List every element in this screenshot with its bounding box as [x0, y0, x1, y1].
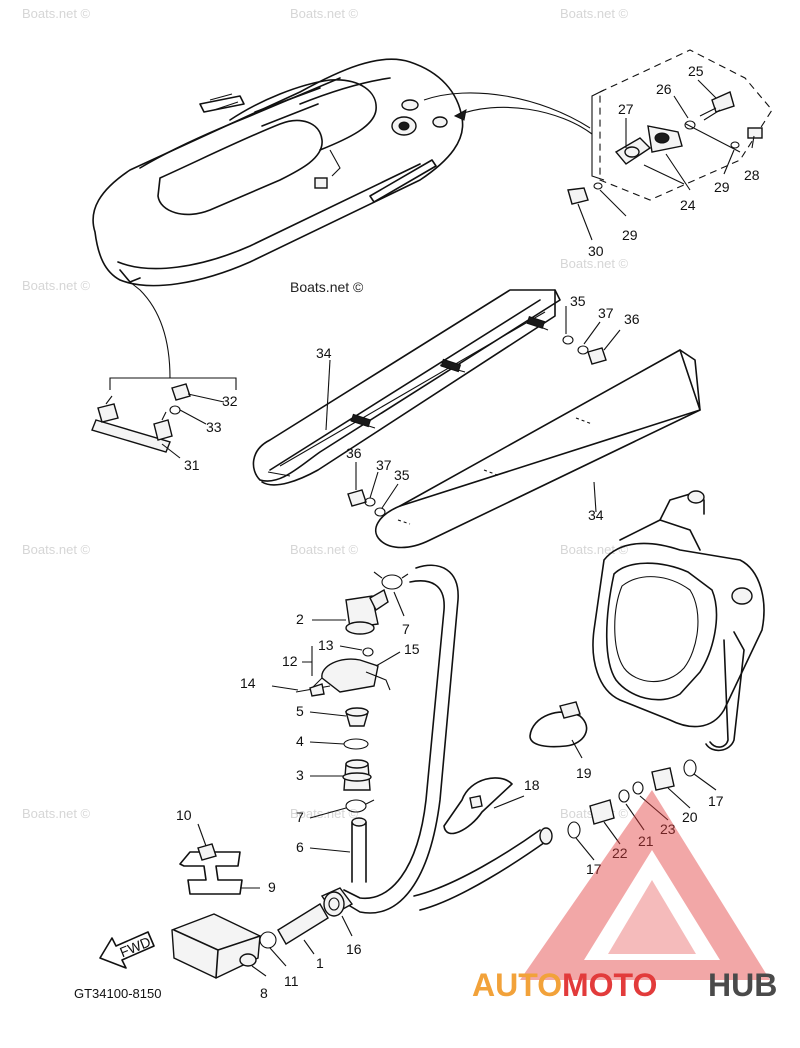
callout-6: 6	[296, 839, 304, 855]
bracket-9-10	[179, 843, 243, 895]
callout-4: 4	[296, 733, 304, 749]
watermark: Boats.net ©	[22, 806, 91, 821]
callout-34-lower: 34	[588, 507, 604, 523]
callout-17-right: 17	[708, 793, 724, 809]
callout-18: 18	[524, 777, 540, 793]
valve-2	[345, 588, 389, 635]
callout-2: 2	[296, 611, 304, 627]
diagram-code: GT34100-8150	[74, 986, 161, 1001]
watermark: Boats.net ©	[290, 6, 359, 21]
callout-24: 24	[680, 197, 696, 213]
callout-15: 15	[404, 641, 420, 657]
hardware-35-36-37-lower	[347, 489, 386, 517]
callout-36-upper: 36	[624, 311, 640, 327]
callout-12: 12	[282, 653, 298, 669]
watermark: Boats.net ©	[22, 6, 91, 21]
callout-22: 22	[612, 845, 628, 861]
callout-30: 30	[588, 243, 604, 259]
hose-clamp-7-upper	[373, 571, 409, 590]
hose-joint-31-32-33	[91, 281, 237, 453]
watermark: Boats.net ©	[22, 542, 91, 557]
callout-37-upper: 37	[598, 305, 614, 321]
callout-35-upper: 35	[570, 293, 586, 309]
filter-box-8	[171, 913, 261, 979]
callout-leaders	[161, 79, 755, 977]
arrow-head	[453, 109, 467, 121]
callout-34-upper: 34	[316, 345, 332, 361]
stud-bolt	[267, 316, 549, 477]
callout-26: 26	[656, 81, 672, 97]
cable-ties-18-19	[443, 701, 588, 835]
callout-numbers: 25 26 27 28 29 24 29 30 35 37 36 34 36 3…	[176, 63, 760, 1001]
callout-9: 9	[268, 879, 276, 895]
logo-text-auto: AUTO	[472, 967, 562, 1003]
water-hose-6	[339, 564, 459, 914]
callout-29-upper: 29	[714, 179, 730, 195]
callout-17-left: 17	[586, 861, 602, 877]
watermark: Boats.net ©	[290, 542, 359, 557]
callout-31: 31	[184, 457, 200, 473]
callout-28: 28	[744, 167, 760, 183]
callout-21: 21	[638, 833, 654, 849]
jet-pump-housing	[592, 490, 765, 752]
logo-text-hub: HUB	[708, 967, 777, 1003]
bracket-assembly-12-13-15	[309, 647, 391, 693]
callout-23: 23	[660, 821, 676, 837]
callout-5: 5	[296, 703, 304, 719]
pin-14	[295, 683, 331, 697]
watermark: Boats.net ©	[560, 6, 629, 21]
callout-3: 3	[296, 767, 304, 783]
leader-line	[423, 92, 591, 129]
watermark: Boats.net ©	[290, 279, 364, 295]
hose-pipe-1-11-16	[259, 887, 354, 949]
fwd-label: FWD	[117, 933, 153, 960]
callout-33: 33	[206, 419, 222, 435]
forward-direction-indicator: FWD	[99, 931, 155, 969]
leader-line	[454, 106, 593, 135]
watermark: Boats.net ©	[22, 278, 91, 293]
triangle-logo-icon	[520, 790, 770, 980]
triangle-logo-inner-icon	[608, 880, 696, 954]
callout-16: 16	[346, 941, 362, 957]
callout-29-lower: 29	[622, 227, 638, 243]
callout-37-lower: 37	[376, 457, 392, 473]
callout-35-lower: 35	[394, 467, 410, 483]
callout-13: 13	[318, 637, 334, 653]
callout-27: 27	[618, 101, 634, 117]
intake-grate-bracket-34	[252, 289, 561, 486]
hose-clamp-7-lower	[345, 799, 375, 813]
drain-plug-detail-group	[567, 49, 773, 205]
callout-14: 14	[240, 675, 256, 691]
watermark: Boats.net ©	[560, 256, 629, 271]
callout-19: 19	[576, 765, 592, 781]
hardware-35-36-37-upper	[562, 335, 607, 365]
callout-7-upper: 7	[402, 621, 410, 637]
callout-10: 10	[176, 807, 192, 823]
callout-1: 1	[316, 955, 324, 971]
callout-7-lower: 7	[296, 809, 304, 825]
automotohub-logo: AUTO MOTO HUB	[472, 790, 777, 1003]
fittings-17-20-21-22-23	[413, 759, 697, 911]
fitting-5-4-3-stack	[342, 707, 372, 791]
callout-11: 11	[284, 973, 299, 989]
intake-grate-34	[375, 349, 701, 549]
callout-36-lower: 36	[346, 445, 362, 461]
logo-text-moto: MOTO	[562, 967, 657, 1003]
callout-20: 20	[682, 809, 698, 825]
watercraft-hull: Boats.net ©	[92, 58, 464, 295]
callout-25: 25	[688, 63, 704, 79]
callout-8: 8	[260, 985, 268, 1001]
callout-32: 32	[222, 393, 238, 409]
